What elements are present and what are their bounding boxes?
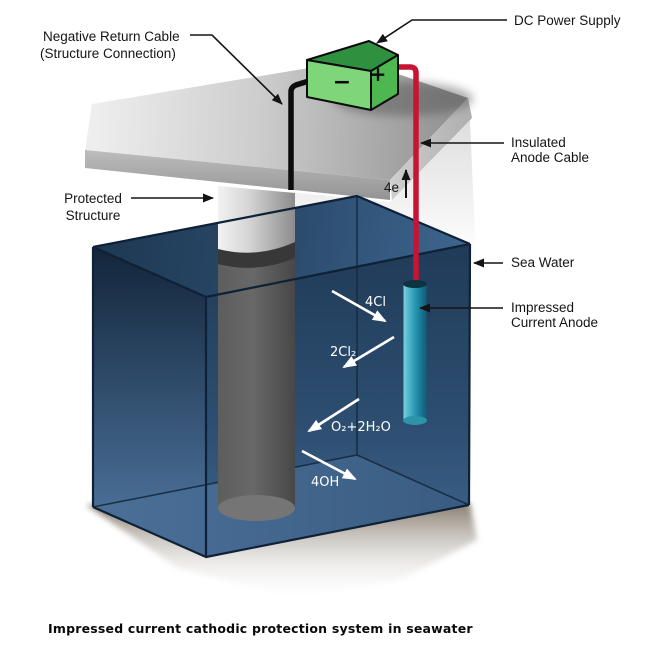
- water-left-face: [93, 247, 206, 557]
- dc-power-supply-battery: [306, 40, 399, 111]
- reaction-arrow-oxygen-water: [307, 397, 360, 433]
- reaction-arrows: [301, 289, 395, 481]
- deck-front-face: [85, 150, 390, 200]
- battery-right-face: [370, 54, 399, 111]
- tank-back-edges: [92, 196, 470, 508]
- impressed-current-anode: [403, 280, 427, 425]
- anode-body: [403, 283, 427, 421]
- label-electron-flow: 4e: [384, 180, 399, 195]
- label-2cl2: 2Cl₂: [330, 345, 356, 360]
- column-waterline-band: [218, 242, 295, 268]
- reaction-arrow-hydroxide: [301, 449, 357, 481]
- label-impressed-current-anode-line2: Current Anode: [511, 315, 598, 330]
- label-dc-power-supply: DC Power Supply: [514, 13, 621, 28]
- column-below-water: [218, 257, 295, 508]
- column-above-water: [218, 186, 295, 266]
- leader-negative-return-cable: [190, 34, 283, 105]
- battery-plus-symbol: +: [370, 62, 387, 86]
- label-negative-return-cable-line1: Negative Return Cable: [43, 29, 180, 44]
- deck-right-face: [390, 98, 472, 200]
- tank-front-edges: [91, 194, 472, 559]
- anode-top-cap: [403, 280, 427, 288]
- label-impressed-current-anode-line1: Impressed: [511, 300, 574, 315]
- label-o2-2h2o: O₂+2H₂O: [331, 420, 391, 435]
- label-4cl: 4Cl: [365, 295, 386, 310]
- label-negative-return-cable-line2: (Structure Connection): [40, 46, 176, 61]
- negative-return-cable: [288, 77, 313, 190]
- protected-structure-column: [218, 186, 295, 521]
- label-4oh: 4OH: [311, 475, 339, 490]
- column-bottom-cap: [218, 495, 295, 521]
- reaction-arrow-chloride: [331, 289, 387, 323]
- label-sea-water: Sea Water: [511, 255, 575, 270]
- diagram-caption: Impressed current cathodic protection sy…: [48, 621, 473, 636]
- anode-bottom-cap: [403, 416, 427, 425]
- leader-dc-power-supply: [376, 19, 507, 44]
- label-protected-structure-line2: Structure: [66, 208, 121, 223]
- label-protected-structure-line1: Protected: [64, 191, 122, 206]
- battery-minus-symbol: −: [333, 70, 351, 95]
- anode-cable: [396, 64, 419, 285]
- reaction-arrow-chlorine-gas: [342, 335, 395, 369]
- label-insulated-anode-cable-line2: Anode Cable: [511, 150, 589, 165]
- callout-leaders: [131, 19, 507, 313]
- label-insulated-anode-cable-line1: Insulated: [511, 135, 566, 150]
